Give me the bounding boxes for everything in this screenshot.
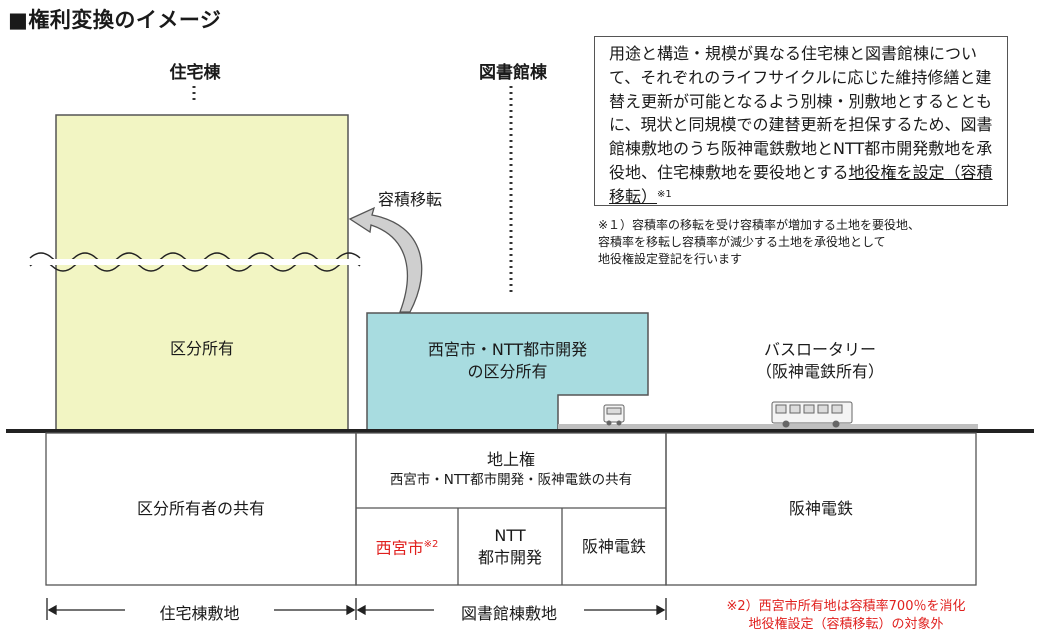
ntt-cell: NTT 都市開発	[458, 508, 562, 585]
residential-ownership-label: 区分所有	[169, 339, 234, 358]
description-box: 用途と構造・規模が異なる住宅棟と図書館棟について、それぞれのライフサイクルに応じ…	[594, 36, 1008, 206]
residential-building-label: 住宅棟	[169, 63, 221, 83]
description-underlined: 地役権を設定（容積移転）	[609, 162, 993, 206]
library-site-label: 図書館棟敷地	[460, 604, 557, 623]
nishinomiya-mark: ※2	[423, 538, 439, 550]
description-text: 用途と構造・規模が異なる住宅棟と図書館棟について、それぞれのライフサイクルに応じ…	[609, 44, 993, 182]
hanshin-small-cell: 阪神電鉄	[562, 508, 666, 585]
library-building-label: 図書館棟	[479, 63, 547, 83]
hanshin-land-box	[665, 432, 977, 586]
transfer-label: 容積移転	[378, 190, 443, 209]
co-ownership-label: 区分所有者の共有	[136, 499, 265, 518]
page-title: ■権利変換のイメージ	[8, 8, 222, 32]
wavy-cut-lines	[29, 252, 370, 272]
library-ownership-label: 西宮市・NTT都市開発 の区分所有	[367, 339, 648, 383]
description-mark: ※1	[657, 188, 672, 200]
site-dimension-lines	[46, 598, 667, 620]
bus-rotary-line2: （阪神電鉄所有）	[755, 362, 884, 381]
note-2: ※2）西宮市所有地は容積率700％を消化 地役権設定（容積移転）の対象外	[686, 598, 1006, 634]
bus-rotary-line1: バスロータリー	[763, 340, 876, 359]
nishinomiya-cell: 西宮市※2	[356, 508, 458, 585]
residential-site-label: 住宅棟敷地	[159, 604, 240, 623]
note-1: ※１）容積率の移転を受け容積率が増加する土地を要役地、 容積率を移転し容積率が減…	[598, 217, 920, 268]
bus-rotary-label: バスロータリー （阪神電鉄所有）	[720, 339, 920, 383]
nishinomiya-label: 西宮市	[375, 538, 424, 558]
hanshin-large-cell: 阪神電鉄	[666, 433, 976, 585]
transfer-arrow-icon	[348, 206, 423, 313]
hanshin-small-label: 阪神電鉄	[581, 536, 646, 556]
note-1-line: ※１）容積率の移転を受け容積率が増加する土地を要役地、	[598, 218, 921, 232]
residential-block	[55, 114, 349, 432]
library-ownership-line2: の区分所有	[467, 362, 548, 381]
co-ownership-cell: 区分所有者の共有	[46, 433, 356, 585]
note-1-line: 地役権設定登記を行います	[598, 252, 743, 266]
note-2-line: ※2）西宮市所有地は容積率700％を消化	[726, 599, 966, 614]
note-2-line: 地役権設定（容積移転）の対象外	[748, 617, 944, 632]
ntt-line2: 都市開発	[477, 547, 542, 567]
hanshin-large-label: 阪神電鉄	[788, 499, 853, 518]
small-bus-icon	[603, 404, 625, 426]
library-ownership-line1: 西宮市・NTT都市開発	[427, 340, 588, 359]
ntt-line1: NTT	[494, 525, 526, 545]
long-bus-icon	[771, 401, 853, 428]
surface-right-cell: 地上権 西宮市・NTT都市開発・阪神電鉄の共有	[356, 440, 666, 500]
bus-rotary-ground	[558, 424, 978, 431]
surface-right-label: 地上権	[486, 450, 535, 469]
note-1-line: 容積率を移転し容積率が減少する土地を承役地として	[598, 235, 886, 249]
surface-right-sub-label: 西宮市・NTT都市開発・阪神電鉄の共有	[389, 472, 633, 488]
